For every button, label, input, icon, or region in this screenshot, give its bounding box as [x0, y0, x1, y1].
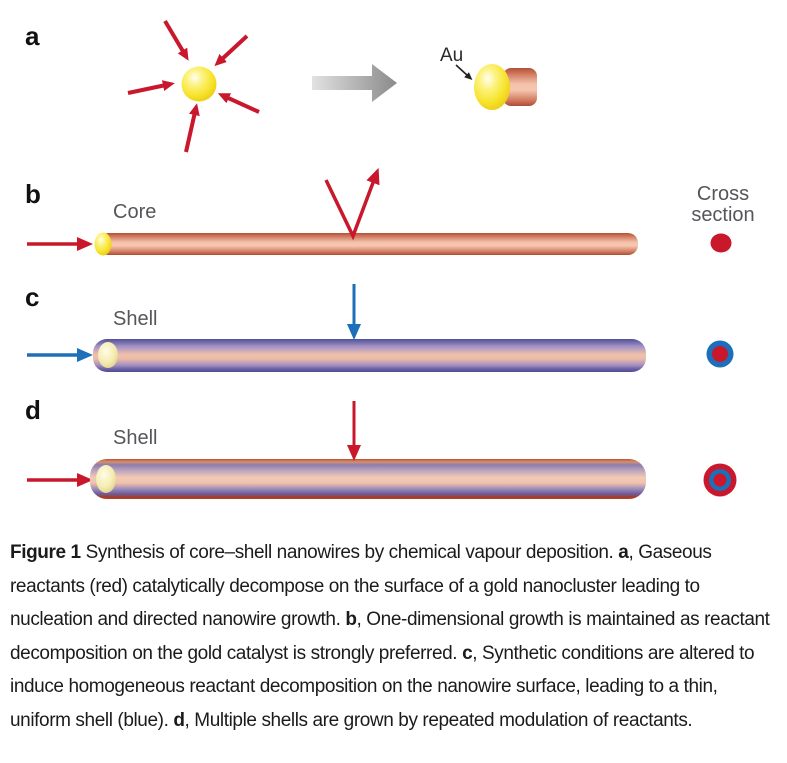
panel-b: b Core Cross section [25, 167, 755, 256]
bounce-arrow [324, 167, 380, 241]
reactant-arrow [127, 80, 175, 95]
figure-diagram: a Au b Core Cross secti [25, 19, 755, 499]
reactant-arrow [184, 103, 200, 153]
caption-bold-ref: a [618, 542, 629, 563]
panel-c-label: c [25, 282, 39, 312]
core-label: Core [113, 201, 156, 223]
gold-tip-b [94, 232, 112, 256]
cross-section-d-core [713, 473, 727, 487]
caption-bold-ref: c [462, 642, 473, 664]
panel-a-label: a [25, 21, 40, 51]
figure-caption: Figure 1 Synthesis of core–shell nanowir… [10, 536, 782, 738]
panel-b-label: b [25, 179, 41, 209]
panel-d: d Shell [25, 395, 737, 499]
cross-section-heading-line1: Cross [697, 183, 749, 205]
reactant-arrow [163, 19, 189, 61]
shell-label-d: Shell [113, 427, 157, 449]
caption-bold-ref: Figure 1 [10, 542, 81, 563]
catalyst-tip-d [96, 465, 116, 493]
gaseous-reactant-arrows [127, 19, 260, 153]
gold-nanocluster [181, 66, 217, 102]
reactant-arrow [214, 34, 249, 67]
transform-arrow [312, 64, 397, 102]
nanowire-core-b [98, 233, 638, 255]
cross-section-b-core [710, 233, 732, 253]
au-pointer-arrow [455, 64, 473, 81]
nanowire-shell-c [93, 339, 646, 372]
gold-catalyst-cap [474, 64, 510, 110]
caption-text: , One-dimensional growth is maintained a… [10, 609, 770, 664]
panel-c: c Shell [25, 282, 734, 372]
shell-label-c: Shell [113, 308, 157, 330]
catalyst-tip-c [98, 342, 118, 368]
nanowire-stub [503, 68, 537, 106]
au-label: Au [440, 45, 463, 66]
caption-bold-ref: d [173, 709, 185, 731]
caption-text: , Gaseous reactants (red) catalytically … [10, 542, 712, 631]
cross-section-heading-line2: section [691, 204, 754, 226]
caption-text: , Synthetic conditions are altered to in… [10, 642, 755, 731]
panel-d-label: d [25, 395, 41, 425]
cross-section-c-core [712, 346, 728, 362]
caption-text: , Multiple shells are grown by repeated … [184, 709, 693, 731]
caption-text: Synthesis of core–shell nanowires by che… [80, 542, 619, 563]
caption-bold-ref: b [345, 609, 357, 631]
panel-a: a Au [25, 19, 537, 153]
reactant-arrow [217, 93, 260, 114]
nanowire-multishell-d [90, 459, 646, 499]
